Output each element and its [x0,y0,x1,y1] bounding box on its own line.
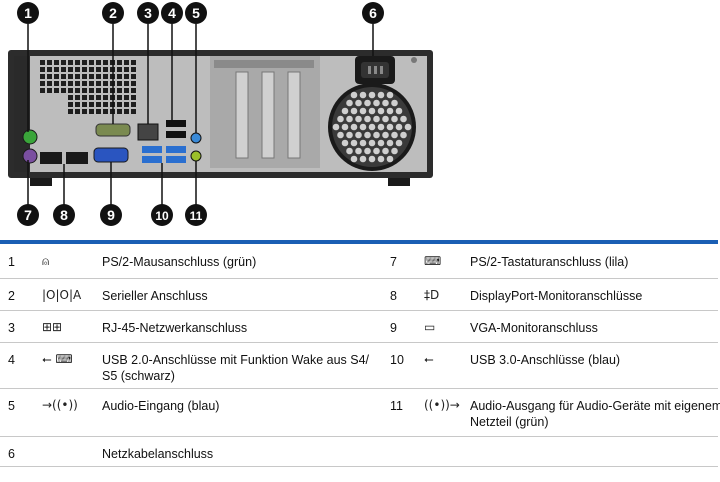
callout-number-8: 8 [60,207,68,223]
usb3-port-d[interactable] [166,156,186,163]
power-socket[interactable] [355,56,395,84]
audio-out-jack[interactable] [190,150,202,162]
table-row: 3 ⊞⊞ RJ-45-Netzwerkanschluss 9 ▭ VGA-Monitora… [0,310,718,343]
left-item-description: USB 2.0-Anschlüsse mit Funktion Wake aus… [102,353,370,383]
usb3-port-b[interactable] [166,146,186,153]
computer-rear-chassis [8,50,433,186]
table-row: 5 →((•)) Audio-Eingang (blau) 11 ((•))→ Audio… [0,388,720,437]
left-item-description: PS/2-Mausanschluss (grün) [102,255,257,269]
fan-grille [328,83,416,171]
table-row: 4 ⭠ ⌨ USB 2.0-Anschlüsse mit Funktion Wake… [0,342,718,389]
callout-number-10: 10 [155,209,169,223]
callout-circle-4 [161,2,183,24]
left-item-number: 3 [8,321,15,335]
right-item-description: USB 3.0-Anschlüsse (blau) [470,353,621,367]
left-item-number: 1 [8,255,15,269]
audio-out-icon: ((•))→ [424,398,460,412]
audio-in-icon: →((•)) [42,398,78,412]
usb2-port-b[interactable] [166,131,186,138]
callout-circle-9 [100,204,122,226]
table-row: 2 |O|O|A Serieller Anschluss 8 ‡D DisplayPort… [0,278,718,311]
callout-number-4: 4 [168,5,176,21]
table-row: 6 Netzkabelanschluss [0,436,718,467]
audio-in-jack[interactable] [190,132,202,144]
right-item-description: PS/2-Tastaturanschluss (lila) [470,255,629,269]
right-item-description: VGA-Monitoranschluss [470,321,598,335]
rj45-port[interactable] [137,123,159,141]
left-item-description: RJ-45-Netzwerkanschluss [102,321,248,335]
table-top-rule [0,240,718,244]
callout-number-6: 6 [369,5,377,21]
serial-icon: |O|O|A [42,288,82,302]
right-item-number: 9 [390,321,397,335]
callout-circle-8 [53,204,75,226]
left-item-description: Netzkabelanschluss [102,447,214,461]
usb3-port-c[interactable] [142,156,162,163]
left-item-number: 4 [8,353,15,367]
callout-circle-3 [137,2,159,24]
table-row: 1 ⍝ PS/2-Mausanschluss (grün) 7 ⌨ PS/2-Tastat… [0,244,718,279]
network-icon: ⊞⊞ [42,320,63,334]
left-item-number: 6 [8,447,15,461]
callout-number-11: 11 [190,209,203,223]
usb-icon: ⭠ [424,352,434,366]
callout-circle-6 [362,2,384,24]
ps2-mouse-port[interactable] [22,129,38,145]
keyboard-icon: ⌨ [424,254,442,268]
callout-circle-11 [185,204,207,226]
left-item-number: 5 [8,399,15,413]
leader-lines [27,24,374,205]
callout-circle-1 [17,2,39,24]
mouse-icon: ⍝ [42,254,50,268]
vga-icon: ▭ [424,320,436,334]
right-item-number: 8 [390,289,397,303]
callout-number-5: 5 [192,5,200,21]
callout-number-9: 9 [107,207,115,223]
right-item-description: DisplayPort-Monitoranschlüsse [470,289,643,303]
callout-number-2: 2 [109,5,117,21]
expansion-slots [210,56,320,168]
right-item-number: 7 [390,255,397,269]
vga-port[interactable] [93,147,129,163]
callout-circle-10 [151,204,173,226]
callout-circle-2 [102,2,124,24]
left-item-description: Serieller Anschluss [102,289,208,303]
callout-number-3: 3 [144,5,152,21]
left-item-description: Audio-Eingang (blau) [102,399,220,413]
displayport-port-a[interactable] [40,152,62,164]
callout-number-1: 1 [24,5,32,21]
usb3-port-a[interactable] [142,146,162,153]
ps2-keyboard-port[interactable] [22,148,38,164]
right-item-number: 10 [390,353,404,367]
callout-number-7: 7 [24,207,32,223]
serial-port[interactable] [95,123,131,137]
right-item-number: 11 [390,399,403,413]
vent-grid [40,60,136,114]
callout-circle-5 [185,2,207,24]
displayport-icon: ‡D [424,288,440,302]
left-item-number: 2 [8,289,15,303]
usb2-port-a[interactable] [166,120,186,127]
usb-keyboard-icon: ⭠ ⌨ [42,352,73,366]
displayport-port-b[interactable] [66,152,88,164]
callout-circle-7 [17,204,39,226]
right-item-description: Audio-Ausgang für Audio-Geräte mit eigen… [470,399,720,429]
